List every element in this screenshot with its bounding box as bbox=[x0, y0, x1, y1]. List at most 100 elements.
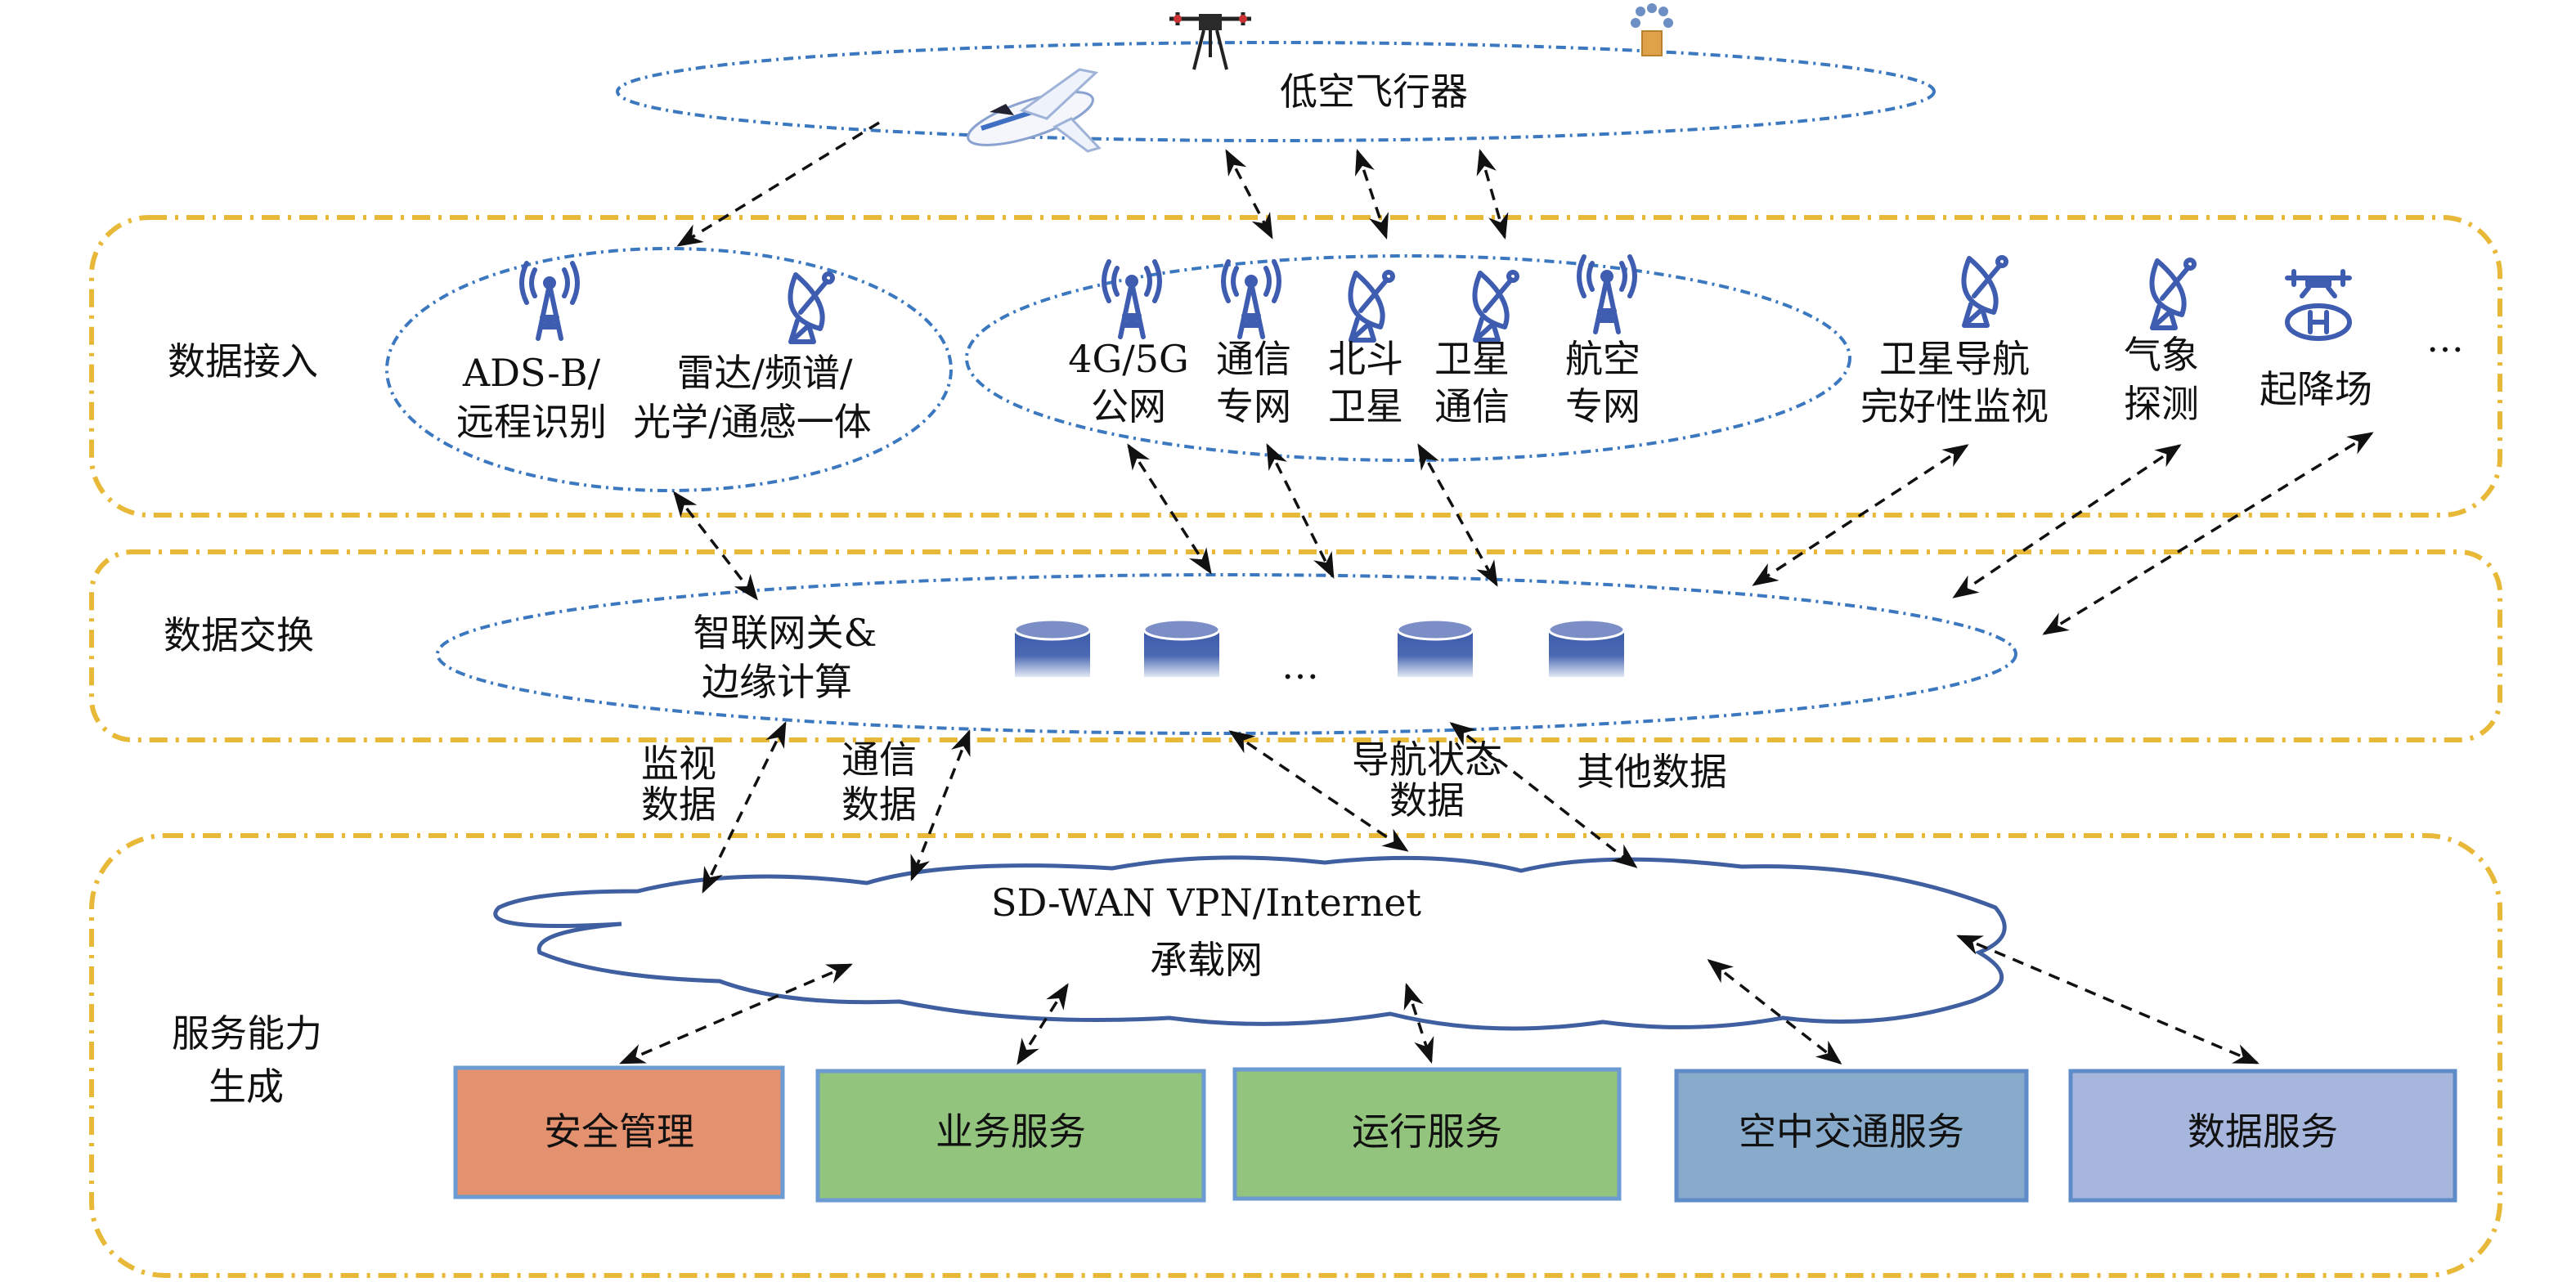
svg-text:光学/通感一体: 光学/通感一体 bbox=[633, 400, 872, 444]
flow-surveillance-line2: 数据 bbox=[641, 782, 716, 827]
service-box-operations[interactable]: 运行服务 bbox=[1232, 1067, 1622, 1201]
access-item-gnss-integrity: 卫星导航 完好性监视 bbox=[1860, 258, 2049, 428]
svg-text:卫星: 卫星 bbox=[1434, 337, 1510, 381]
exchange-ellipse bbox=[436, 573, 2017, 735]
gateway-label-line2: 边缘计算 bbox=[702, 660, 852, 704]
service-box-bg bbox=[1674, 1069, 2029, 1203]
satellite-dish-icon bbox=[1963, 258, 2006, 325]
aircraft-ellipse bbox=[616, 41, 1936, 142]
arrow-aircraft-comm-3 bbox=[1476, 148, 1509, 240]
vertiport-drone-icon bbox=[2287, 271, 2349, 338]
arrow-aircraft-comm-1 bbox=[1225, 149, 1273, 240]
database-icon bbox=[1396, 618, 1474, 677]
svg-text:气象: 气象 bbox=[2124, 333, 2199, 377]
network-label-line1: SD-WAN VPN/Internet bbox=[991, 881, 1422, 925]
arrow-group2-exchange-3 bbox=[1417, 443, 1498, 587]
arrow-cloud-data bbox=[1956, 935, 2260, 1065]
svg-text:专网: 专网 bbox=[1216, 384, 1291, 428]
multirotor-drone-icon bbox=[1169, 12, 1251, 70]
satellite-dish-icon bbox=[790, 274, 832, 342]
arrow-navigation-data bbox=[1228, 730, 1409, 852]
arrow-cloud-business bbox=[1016, 983, 1069, 1065]
service-box-bg bbox=[815, 1069, 1206, 1203]
access-item-vertiport: 起降场 bbox=[2260, 271, 2372, 411]
svg-text:航空: 航空 bbox=[1565, 337, 1640, 381]
cargo-drone-icon bbox=[1631, 3, 1673, 56]
antenna-tower-icon bbox=[522, 263, 577, 338]
svg-text:卫星: 卫星 bbox=[1328, 384, 1403, 428]
database-ellipsis: … bbox=[1281, 643, 1319, 688]
network-label-line2: 承载网 bbox=[1150, 938, 1263, 982]
flow-navigation-line2: 数据 bbox=[1389, 778, 1465, 823]
arrow-group1-exchange bbox=[673, 491, 758, 601]
arrow-vertiport-exchange bbox=[2042, 432, 2374, 635]
flow-other: 其他数据 bbox=[1577, 750, 1727, 794]
arrow-aircraft-to-surveillance bbox=[676, 121, 880, 247]
satellite-dish-icon bbox=[2152, 260, 2194, 328]
arrow-cloud-air-traffic bbox=[1707, 959, 1842, 1065]
antenna-tower-icon bbox=[1104, 262, 1160, 337]
flow-navigation-line1: 导航状态 bbox=[1352, 737, 1502, 782]
fixed-wing-aircraft-icon bbox=[967, 68, 1102, 153]
database-icon bbox=[1142, 618, 1221, 677]
svg-text:通信: 通信 bbox=[1216, 337, 1291, 381]
arrow-group2-exchange-2 bbox=[1266, 443, 1335, 579]
svg-text:数据服务: 数据服务 bbox=[2188, 1109, 2338, 1154]
access-item-beidou: 北斗 卫星 bbox=[1328, 272, 1403, 428]
satellite-dish-icon bbox=[1474, 272, 1517, 340]
data-exchange-band-label: 数据交换 bbox=[164, 613, 314, 657]
arrow-weather-exchange bbox=[1952, 444, 2182, 598]
access-item-satcom: 卫星 通信 bbox=[1434, 272, 1517, 428]
arrow-aircraft-comm-2 bbox=[1355, 149, 1389, 240]
flow-communication-line2: 数据 bbox=[841, 782, 917, 827]
service-band-label-line2: 生成 bbox=[209, 1065, 284, 1109]
access-group2-ellipse bbox=[965, 254, 1851, 462]
access-item-4g5g: 4G/5G 公网 bbox=[1068, 262, 1189, 428]
svg-text:探测: 探测 bbox=[2124, 382, 2199, 426]
arrow-cloud-security bbox=[619, 963, 853, 1065]
svg-text:完好性监视: 完好性监视 bbox=[1860, 384, 2049, 428]
aircraft-label: 低空飞行器 bbox=[1280, 69, 1468, 114]
service-band-label-line1: 服务能力 bbox=[172, 1011, 322, 1056]
svg-text:专网: 专网 bbox=[1565, 384, 1640, 428]
service-box-bg bbox=[453, 1065, 785, 1199]
svg-text:起降场: 起降场 bbox=[2260, 367, 2372, 411]
access-item-private-network: 通信 专网 bbox=[1216, 262, 1291, 428]
database-icon bbox=[1013, 618, 1092, 677]
service-box-data[interactable]: 数据服务 bbox=[2068, 1069, 2457, 1203]
service-box-air-traffic[interactable]: 空中交通服务 bbox=[1674, 1069, 2029, 1203]
svg-text:雷达/频谱/: 雷达/频谱/ bbox=[677, 351, 853, 395]
service-box-security[interactable]: 安全管理 bbox=[453, 1065, 785, 1199]
svg-text:安全管理: 安全管理 bbox=[544, 1109, 694, 1154]
gateway-label-line1: 智联网关& bbox=[693, 611, 877, 655]
svg-text:运行服务: 运行服务 bbox=[1352, 1109, 1502, 1154]
access-item-aviation-network: 航空 专网 bbox=[1565, 257, 1640, 428]
access-item-weather: 气象 探测 bbox=[2124, 260, 2199, 426]
arrow-group2-exchange-1 bbox=[1127, 443, 1212, 575]
svg-text:通信: 通信 bbox=[1434, 384, 1510, 428]
access-group1-ellipse bbox=[385, 247, 953, 492]
service-box-business[interactable]: 业务服务 bbox=[815, 1069, 1206, 1203]
svg-text:业务服务: 业务服务 bbox=[936, 1109, 1086, 1154]
flow-arrows bbox=[619, 121, 2374, 1065]
svg-text:空中交通服务: 空中交通服务 bbox=[1739, 1109, 1964, 1154]
svg-text:ADS-B/: ADS-B/ bbox=[462, 351, 601, 395]
antenna-tower-icon bbox=[1223, 262, 1279, 337]
svg-text:公网: 公网 bbox=[1091, 384, 1166, 428]
access-item-radar: 雷达/频谱/ 光学/通感一体 bbox=[633, 274, 872, 444]
data-access-band-label: 数据接入 bbox=[168, 339, 318, 383]
arrow-gnss-exchange bbox=[1752, 444, 1969, 586]
arrow-cloud-operations bbox=[1403, 983, 1434, 1064]
database-icon bbox=[1547, 618, 1626, 677]
satellite-dish-icon bbox=[1350, 272, 1393, 340]
service-box-bg bbox=[2068, 1069, 2457, 1203]
svg-text:远程识别: 远程识别 bbox=[456, 400, 607, 444]
svg-text:4G/5G: 4G/5G bbox=[1068, 337, 1189, 381]
svg-text:北斗: 北斗 bbox=[1328, 337, 1403, 381]
flow-surveillance-line1: 监视 bbox=[641, 742, 716, 786]
arrow-communication-data bbox=[910, 729, 971, 881]
svg-text:卫星导航: 卫星导航 bbox=[1879, 337, 2030, 381]
flow-communication-line1: 通信 bbox=[841, 737, 917, 782]
access-item-adsb: ADS-B/ 远程识别 bbox=[456, 263, 607, 444]
